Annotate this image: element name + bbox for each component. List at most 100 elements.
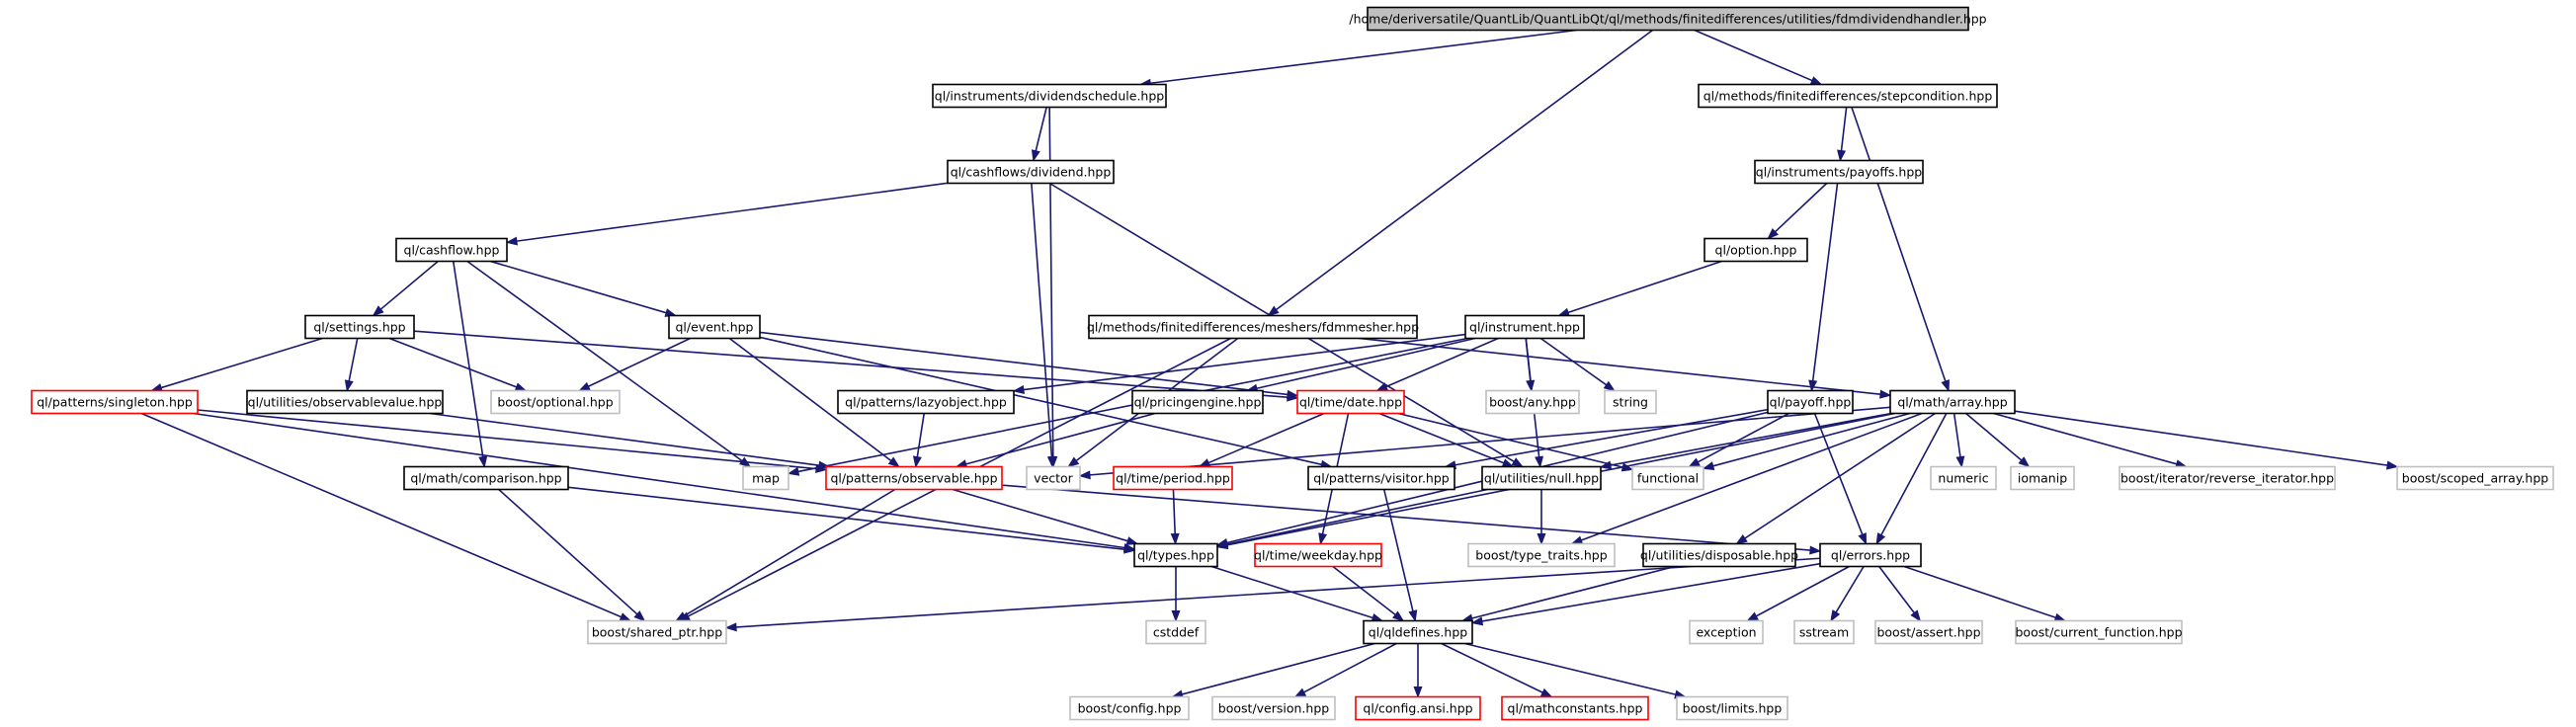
node-array[interactable]: ql/math/array.hpp <box>1889 389 2016 415</box>
node-dividendhandler[interactable]: /home/deriversatile/QuantLib/QuantLibQt/… <box>1349 6 1987 32</box>
node-scoped_array[interactable]: boost/scoped_array.hpp <box>2396 465 2554 491</box>
node-box <box>246 389 444 415</box>
node-singleton[interactable]: ql/patterns/singleton.hpp <box>31 389 199 415</box>
node-payoffs[interactable]: ql/instruments/payoffs.hpp <box>1754 159 1924 185</box>
node-stepcondition[interactable]: ql/methods/finitedifferences/stepconditi… <box>1698 83 1998 109</box>
node-label: ql/utilities/disposable.hpp <box>1640 548 1798 563</box>
node-assert[interactable]: boost/assert.hpp <box>1874 619 1983 645</box>
node-label: ql/settings.hpp <box>313 320 405 335</box>
node-limits[interactable]: boost/limits.hpp <box>1676 695 1788 721</box>
arrowhead-icon <box>1809 76 1823 86</box>
node-sstream[interactable]: sstream <box>1793 619 1855 645</box>
node-disposable[interactable]: ql/utilities/disposable.hpp <box>1640 542 1798 568</box>
node-observable[interactable]: ql/patterns/observable.hpp <box>825 465 1003 491</box>
node-label: boost/config.hpp <box>1078 701 1182 716</box>
node-box <box>1088 314 1418 340</box>
arrowhead-icon <box>1910 609 1922 622</box>
node-mathconstants[interactable]: ql/mathconstants.hpp <box>1501 695 1649 721</box>
node-map[interactable]: map <box>742 465 789 491</box>
edge-cashflow-to-event <box>489 260 678 317</box>
node-period[interactable]: ql/time/period.hpp <box>1113 465 1233 491</box>
node-errors[interactable]: ql/errors.hpp <box>1819 542 1922 568</box>
node-shared_ptr[interactable]: boost/shared_ptr.hpp <box>587 619 727 645</box>
node-vector[interactable]: vector <box>1026 465 1081 491</box>
node-optional[interactable]: boost/optional.hpp <box>490 389 621 415</box>
node-iomanip[interactable]: iomanip <box>2010 465 2075 491</box>
node-label: ql/patterns/observable.hpp <box>830 471 997 486</box>
node-dividendschedule[interactable]: ql/instruments/dividendschedule.hpp <box>932 83 1167 109</box>
node-label: functional <box>1637 471 1699 486</box>
edge-array-to-null <box>1599 412 1892 470</box>
node-label: ql/patterns/visitor.hpp <box>1313 471 1449 486</box>
node-observablevalue[interactable]: ql/utilities/observablevalue.hpp <box>246 389 444 415</box>
node-dividend[interactable]: ql/cashflows/dividend.hpp <box>947 159 1115 185</box>
arrowhead-icon <box>633 610 646 622</box>
arrowhead-icon <box>1875 532 1886 545</box>
node-event[interactable]: ql/event.hpp <box>668 314 761 340</box>
arrowhead-icon <box>1215 539 1229 549</box>
node-weekday[interactable]: ql/time/weekday.hpp <box>1254 542 1382 568</box>
node-payoff[interactable]: ql/payoff.hpp <box>1767 389 1854 415</box>
edge-errors-to-shared_ptr <box>724 557 1821 632</box>
node-box <box>1145 619 1206 645</box>
node-configansi[interactable]: ql/config.ansi.hpp <box>1355 695 1481 721</box>
node-label: boost/assert.hpp <box>1876 625 1980 640</box>
node-label: ql/instrument.hpp <box>1469 320 1580 335</box>
node-label: boost/limits.hpp <box>1683 701 1783 716</box>
node-string[interactable]: string <box>1604 389 1657 415</box>
node-visitor[interactable]: ql/patterns/visitor.hpp <box>1307 465 1455 491</box>
node-option[interactable]: ql/option.hpp <box>1703 237 1808 263</box>
node-numeric[interactable]: numeric <box>1930 465 1997 491</box>
edge-errors-to-current_function <box>1903 565 2067 622</box>
edge-line <box>1385 337 1499 388</box>
arrowhead-icon <box>724 622 737 632</box>
node-label: ql/utilities/observablevalue.hpp <box>248 395 443 410</box>
arrowhead-icon <box>1599 460 1613 470</box>
node-lazyobject[interactable]: ql/patterns/lazyobject.hpp <box>837 389 1015 415</box>
node-any[interactable]: boost/any.hpp <box>1485 389 1580 415</box>
edge-line <box>1610 412 1892 466</box>
node-exception[interactable]: exception <box>1689 619 1764 645</box>
node-box <box>2119 465 2336 491</box>
edge-line <box>1851 107 1947 382</box>
node-box <box>304 314 415 340</box>
edge-stepcondition-to-payoffs <box>1837 107 1848 162</box>
node-box <box>1367 6 1969 32</box>
node-box <box>1307 465 1455 491</box>
node-pricingengine[interactable]: ql/pricingengine.hpp <box>1131 389 1264 415</box>
edge-line <box>1172 489 1176 534</box>
node-cashflow[interactable]: ql/cashflow.hpp <box>395 237 508 263</box>
edge-line <box>1182 642 1375 695</box>
node-box <box>1689 619 1764 645</box>
node-functional[interactable]: functional <box>1631 465 1704 491</box>
node-config[interactable]: boost/config.hpp <box>1069 695 1190 721</box>
edge-dividendhandler-to-fdmmesher <box>1267 29 1653 317</box>
node-label: ql/time/weekday.hpp <box>1254 548 1382 563</box>
arrowhead-icon <box>1809 545 1822 555</box>
node-type_traits[interactable]: boost/type_traits.hpp <box>1467 542 1616 568</box>
edge-types-to-cstddef <box>1171 566 1181 622</box>
node-qldefines[interactable]: ql/qldefines.hpp <box>1363 619 1473 645</box>
node-instrument[interactable]: ql/instrument.hpp <box>1464 314 1585 340</box>
node-null[interactable]: ql/utilities/null.hpp <box>1481 465 1602 491</box>
node-box <box>2010 465 2075 491</box>
node-version[interactable]: boost/version.hpp <box>1211 695 1336 721</box>
node-box <box>403 465 569 491</box>
node-comparison[interactable]: ql/math/comparison.hpp <box>403 465 569 491</box>
node-box <box>1131 389 1264 415</box>
node-cstddef[interactable]: cstddef <box>1145 619 1206 645</box>
edge-line <box>413 330 1288 398</box>
node-fdmmesher[interactable]: ql/methods/finitedifferences/meshers/fdm… <box>1087 314 1419 340</box>
node-label: iomanip <box>2018 471 2067 486</box>
node-types[interactable]: ql/types.hpp <box>1133 542 1218 568</box>
node-current_function[interactable]: boost/current_function.hpp <box>2015 619 2183 645</box>
node-box <box>1754 159 1924 185</box>
node-reverse_iterator[interactable]: boost/iterator/reverse_iterator.hpp <box>2119 465 2336 491</box>
edge-observable-to-types <box>952 488 1139 545</box>
edge-comparison-to-types <box>567 486 1136 554</box>
arrowhead-icon <box>1702 461 1715 471</box>
node-settings[interactable]: ql/settings.hpp <box>304 314 415 340</box>
node-date[interactable]: ql/time/date.hpp <box>1296 389 1405 415</box>
edge-array-to-numeric <box>1953 413 1965 468</box>
